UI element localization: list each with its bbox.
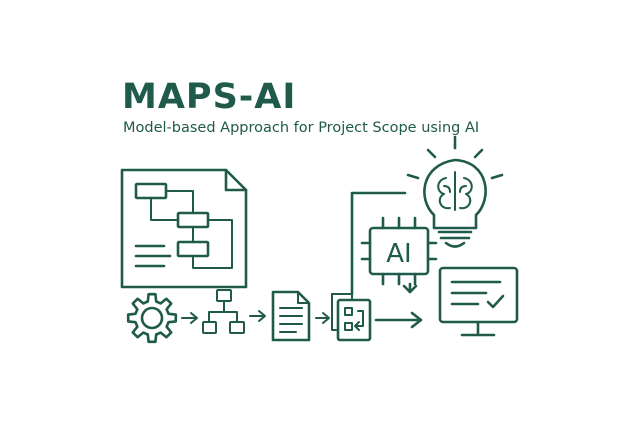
page-subtitle: Model-based Approach for Project Scope u…	[123, 120, 480, 136]
chip-label: AI	[386, 239, 411, 269]
stacked-documents-icon	[331, 293, 372, 342]
page-title: MAPS-AI	[122, 77, 297, 117]
arrow-hierarchy-to-document	[249, 310, 266, 322]
document-icon	[271, 290, 311, 342]
hierarchy-icon	[202, 289, 245, 334]
arrow-document-to-stack	[315, 312, 330, 324]
arrow-stack-to-monitor	[374, 311, 423, 329]
connector-to-brain	[350, 191, 407, 296]
brain-lightbulb-icon	[406, 135, 504, 248]
ai-chip-icon: AI	[360, 216, 438, 294]
monitor-checklist-icon	[438, 266, 519, 337]
flowchart-document-icon	[120, 168, 248, 289]
arrow-gear-to-hierarchy	[181, 312, 198, 324]
gear-icon	[126, 292, 178, 344]
